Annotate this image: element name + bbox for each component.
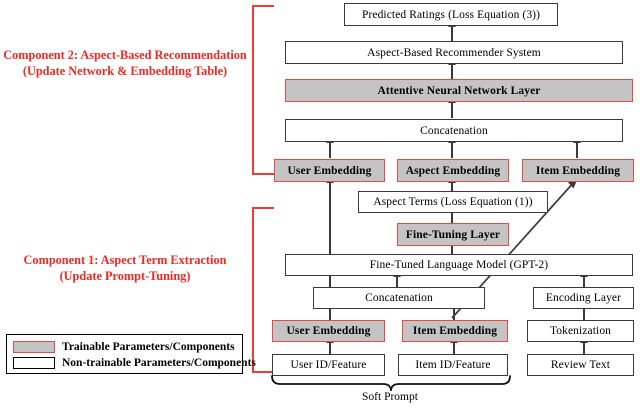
- node-concatenation-top[interactable]: Concatenation: [285, 119, 623, 142]
- connector-lm-to-finetune: [451, 245, 453, 255]
- node-item-embedding-top[interactable]: Item Embedding: [522, 159, 634, 182]
- legend-label-trainable: Trainable Parameters/Components: [62, 341, 235, 353]
- component-1-label-line2: (Update Prompt-Tuning): [59, 268, 191, 283]
- node-review-text[interactable]: Review Text: [527, 354, 634, 376]
- component-2-label-line2: (Update Network & Embedding Table): [22, 63, 228, 78]
- legend-row-trainable: Trainable Parameters/Components: [13, 339, 236, 355]
- connector-attentive-to-recommender: [451, 64, 453, 80]
- node-item-embedding-bottom[interactable]: Item Embedding: [402, 320, 508, 342]
- connector-concat-to-lm: [396, 276, 398, 288]
- connector-item-emb-to-concat-bottom: [453, 308, 455, 320]
- legend: Trainable Parameters/Components Non-trai…: [6, 334, 256, 374]
- connector-token-to-encoding: [583, 308, 585, 320]
- connector-user-emb-to-concat: [329, 142, 331, 158]
- nontrainable-swatch-icon: [13, 357, 55, 369]
- node-aspect-based-recommender-system[interactable]: Aspect-Based Recommender System: [285, 41, 623, 64]
- node-concatenation-bottom[interactable]: Concatenation: [313, 287, 485, 309]
- node-user-id-feature[interactable]: User ID/Feature: [272, 354, 385, 376]
- node-user-embedding-bottom[interactable]: User Embedding: [272, 320, 385, 342]
- connector-itemid-to-emb: [453, 342, 455, 354]
- connector-recommender-to-ratings: [451, 26, 453, 42]
- node-tokenization[interactable]: Tokenization: [527, 320, 634, 342]
- connector-review-to-token: [583, 342, 585, 354]
- connector-encoding-to-lm: [583, 276, 585, 288]
- connector-userid-to-emb: [329, 342, 331, 354]
- node-aspect-terms[interactable]: Aspect Terms (Loss Equation (1)): [358, 191, 548, 213]
- legend-row-nontrainable: Non-trainable Parameters/Components: [13, 355, 256, 371]
- connector-concat-to-attentive: [451, 102, 453, 118]
- trainable-swatch-icon: [13, 341, 55, 353]
- component-1-label-line1: Component 1: Aspect Term Extraction: [23, 253, 227, 267]
- node-encoding-layer[interactable]: Encoding Layer: [533, 287, 634, 309]
- node-predicted-ratings[interactable]: Predicted Ratings (Loss Equation (3)): [344, 3, 558, 26]
- node-item-id-feature[interactable]: Item ID/Feature: [398, 354, 508, 376]
- component-1-bracket: [252, 207, 274, 373]
- node-user-embedding-top[interactable]: User Embedding: [274, 159, 385, 182]
- connector-finetune-to-aspectterms: [451, 212, 453, 224]
- connector-user-emb-bottom-to-top: [329, 182, 331, 319]
- component-2-label: Component 2: Aspect-Based Recommendation…: [2, 48, 248, 79]
- legend-label-nontrainable: Non-trainable Parameters/Components: [62, 357, 256, 369]
- soft-prompt-label: Soft Prompt: [362, 391, 418, 403]
- connector-item-emb-to-concat: [576, 142, 578, 158]
- component-2-label-line1: Component 2: Aspect-Based Recommendation: [3, 48, 247, 62]
- node-attentive-neural-network-layer[interactable]: Attentive Neural Network Layer: [285, 79, 633, 102]
- node-fine-tuned-language-model[interactable]: Fine-Tuned Language Model (GPT-2): [285, 254, 633, 276]
- connector-aspect-emb-to-concat: [451, 142, 453, 158]
- node-aspect-embedding[interactable]: Aspect Embedding: [397, 159, 509, 182]
- connector-user-emb-to-concat-bottom: [329, 308, 331, 320]
- component-2-bracket: [252, 5, 274, 175]
- node-fine-tuning-layer[interactable]: Fine-Tuning Layer: [397, 223, 509, 246]
- component-1-label: Component 1: Aspect Term Extraction (Upd…: [2, 253, 248, 284]
- connector-aspectterms-to-aspectemb: [451, 182, 453, 194]
